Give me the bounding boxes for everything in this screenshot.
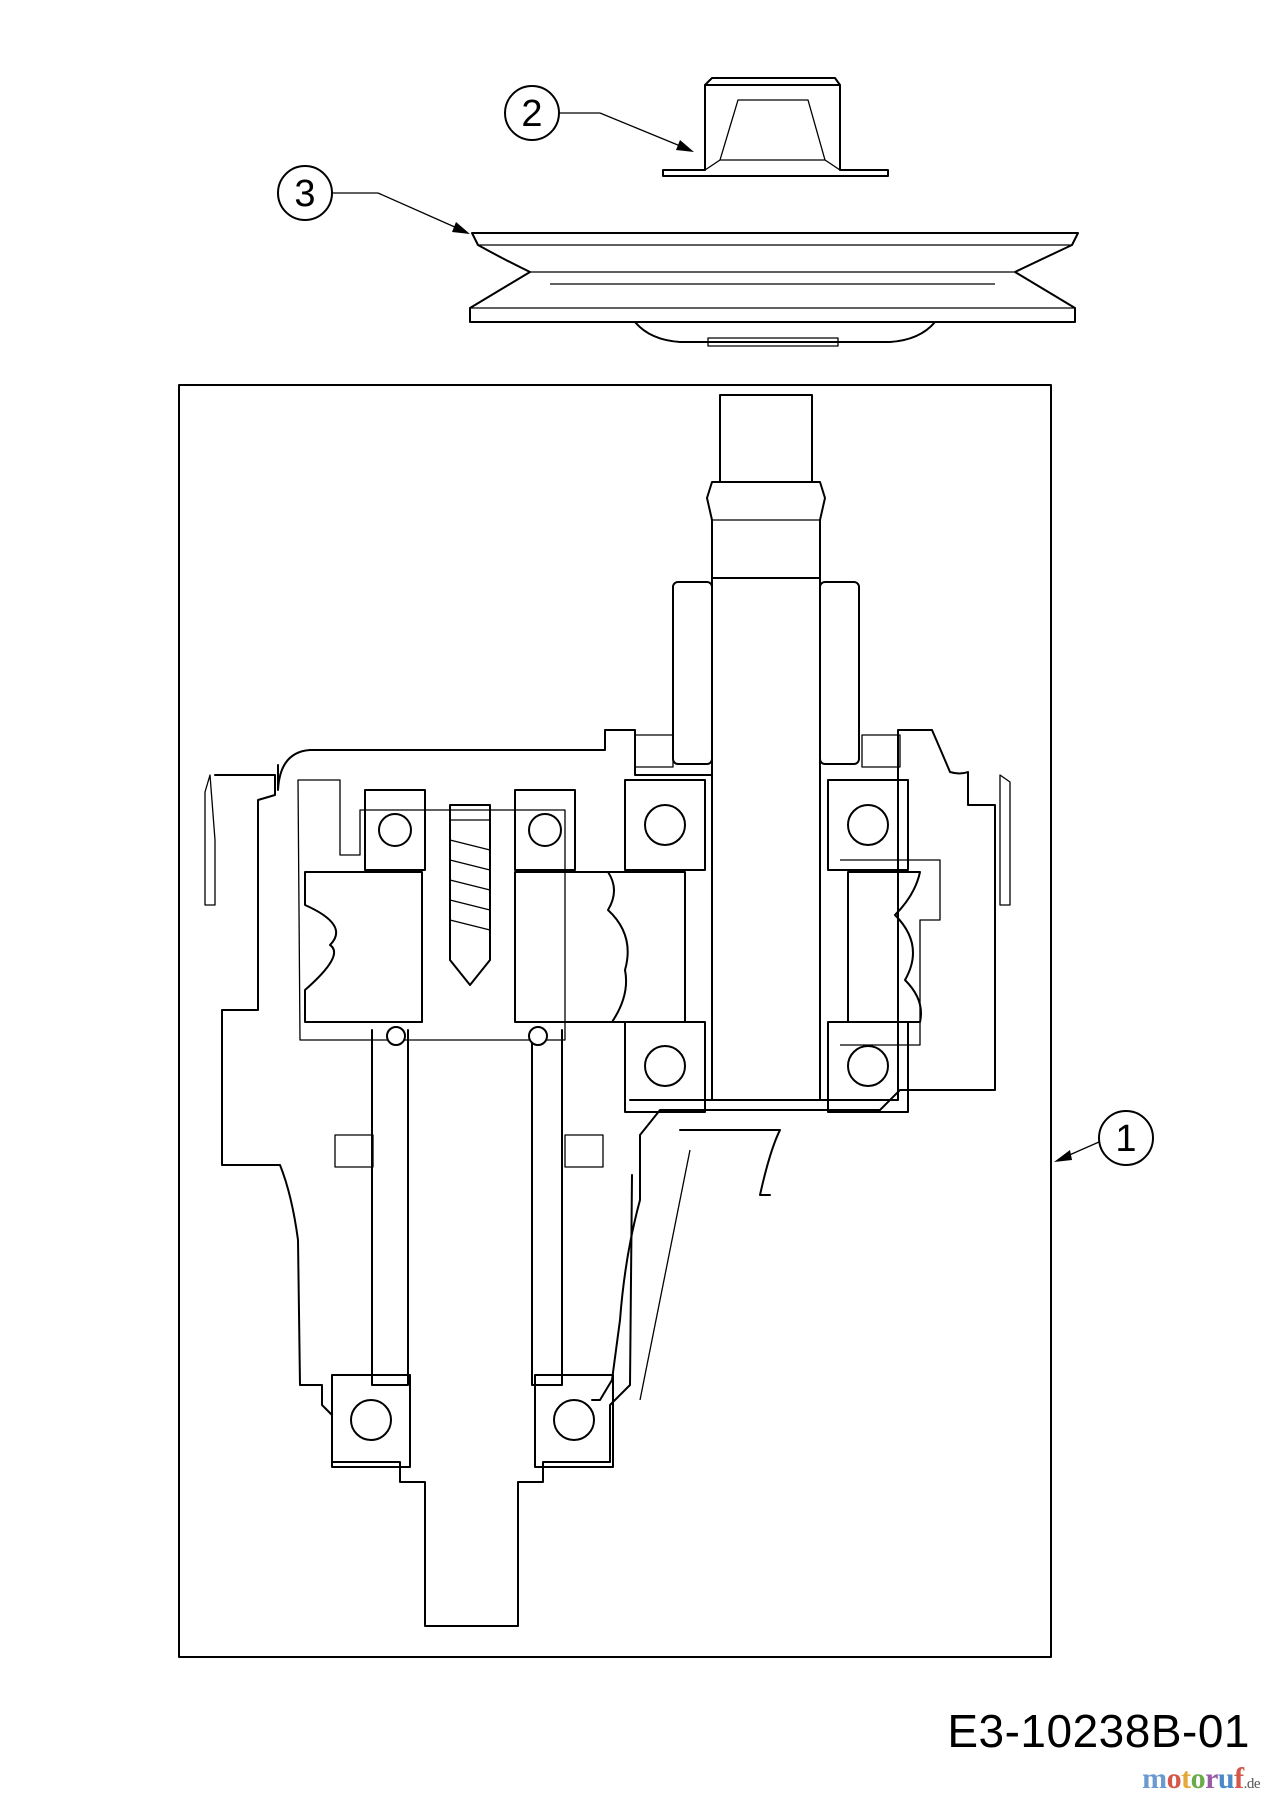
part-1-spindle-assembly [204,394,1011,1627]
watermark-logo: motoruf.de [1142,1762,1260,1796]
diagram-code: E3-10238B-01 [947,1705,1250,1757]
part-1-frame [178,384,1052,1658]
callout-1-label: 1 [1115,1118,1136,1160]
part-2-hub [662,77,889,177]
watermark-brand: motoruf [1142,1762,1244,1795]
callout-3-label: 3 [294,173,315,215]
callout-3: 3 [277,165,470,234]
callout-2-label: 2 [521,93,542,135]
callout-2: 2 [504,85,694,152]
watermark-tld: .de [1243,1776,1261,1792]
callout-1: 1 [1054,1110,1154,1166]
part-3-pulley [469,232,1079,347]
